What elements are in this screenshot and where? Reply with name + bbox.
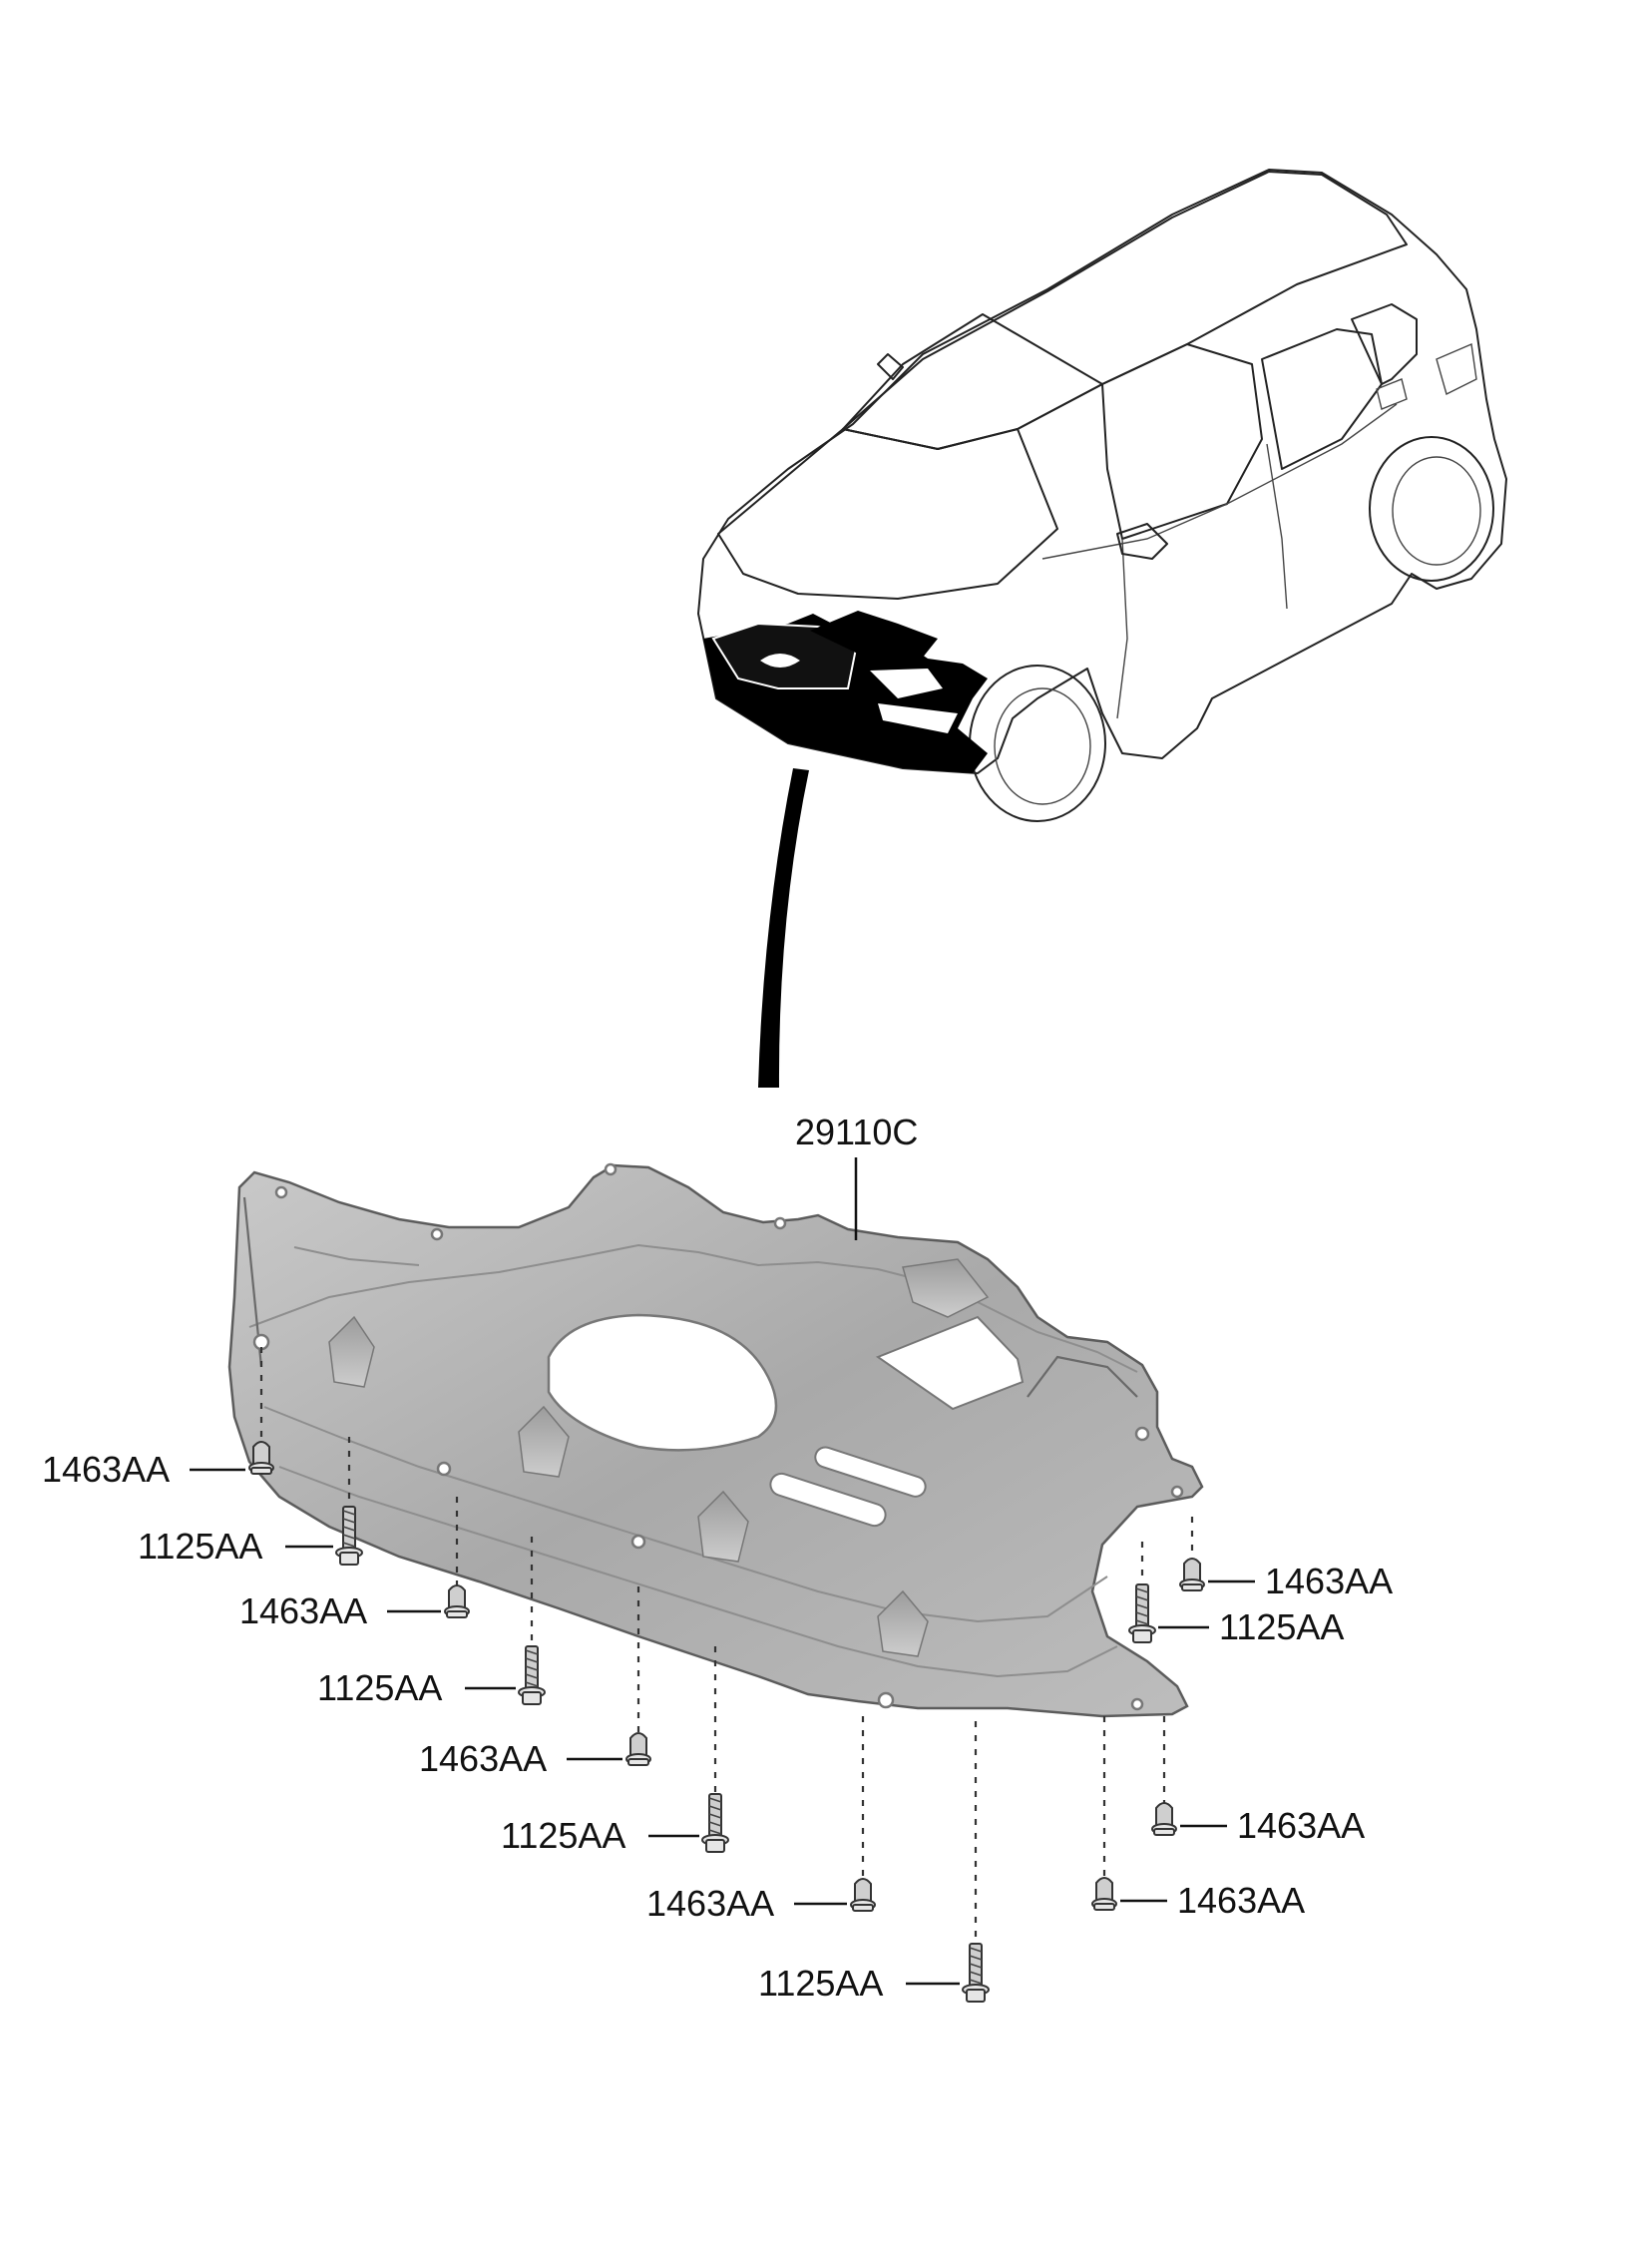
fastener-callout-6: 1125AA <box>501 1646 729 1856</box>
fastener-code-label: 1125AA <box>1219 1606 1344 1647</box>
fastener-callout-11: 1463AA <box>1151 1716 1365 1846</box>
fastener-callout-7: 1463AA <box>646 1716 876 1924</box>
flange-bolt-icon <box>1128 1583 1156 1643</box>
panel-large-cutout <box>547 1313 778 1452</box>
vehicle-windshield <box>842 313 1103 450</box>
push-clip-icon <box>248 1441 274 1475</box>
fastener-callout-10: 1125AA <box>1128 1542 1344 1647</box>
vehicle-illustration <box>697 169 1507 1088</box>
push-clip-icon <box>625 1732 651 1766</box>
under-cover-panel <box>227 1162 1204 1718</box>
push-clip-icon <box>1091 1877 1117 1911</box>
vehicle-to-panel-pointer <box>758 768 809 1088</box>
fastener-callout-12: 1463AA <box>1091 1716 1305 1921</box>
panel-rect-cutout <box>875 1315 1025 1411</box>
vehicle-rear-window <box>1261 328 1383 470</box>
fastener-code-label: 1463AA <box>419 1738 547 1779</box>
push-clip-icon <box>850 1878 876 1912</box>
main-part-callout: 29110C <box>795 1112 918 1240</box>
push-clip-icon <box>1179 1558 1205 1591</box>
flange-bolt-icon <box>518 1645 546 1705</box>
vehicle-quarter-window <box>1351 303 1418 385</box>
fastener-code-label: 1463AA <box>1265 1561 1393 1601</box>
flange-bolt-icon <box>701 1793 729 1853</box>
fastener-callout-1: 1463AA <box>42 1347 274 1490</box>
push-clip-icon <box>444 1584 470 1618</box>
fastener-code-label: 1463AA <box>1237 1805 1365 1846</box>
flange-bolt-icon <box>962 1943 990 2003</box>
fastener-code-label: 1125AA <box>317 1667 442 1708</box>
vehicle-rear-wheel <box>1369 436 1494 582</box>
fastener-code-label: 1463AA <box>42 1449 170 1490</box>
main-part-code: 29110C <box>795 1112 918 1152</box>
vehicle-roof <box>842 171 1408 450</box>
fastener-callout-8: 1125AA <box>758 1721 990 2004</box>
fastener-callout-2: 1125AA <box>138 1437 363 1567</box>
fastener-code-label: 1463AA <box>1177 1880 1305 1921</box>
vehicle-front-window <box>1101 343 1263 540</box>
vehicle-front-wheel <box>969 665 1106 822</box>
fastener-code-label: 1125AA <box>758 1963 883 2004</box>
vehicle-hood <box>717 428 1058 600</box>
fastener-code-label: 1463AA <box>646 1883 774 1924</box>
push-clip-icon <box>1151 1802 1177 1836</box>
flange-bolt-icon <box>335 1506 363 1566</box>
fastener-callouts: 1463AA 1125AA 1463AA 1125AA 1463AA 1125AA 1463… <box>42 1347 1393 2004</box>
fastener-callout-9: 1463AA <box>1179 1517 1393 1601</box>
vehicle-mirror <box>1116 523 1168 560</box>
fastener-code-label: 1463AA <box>239 1590 367 1631</box>
fastener-callout-5: 1463AA <box>419 1586 651 1779</box>
fastener-callout-4: 1125AA <box>317 1537 546 1708</box>
fastener-callout-3: 1463AA <box>239 1497 470 1631</box>
fastener-code-label: 1125AA <box>501 1815 625 1856</box>
fastener-code-label: 1125AA <box>138 1526 262 1567</box>
vehicle-body-outline <box>697 169 1507 774</box>
